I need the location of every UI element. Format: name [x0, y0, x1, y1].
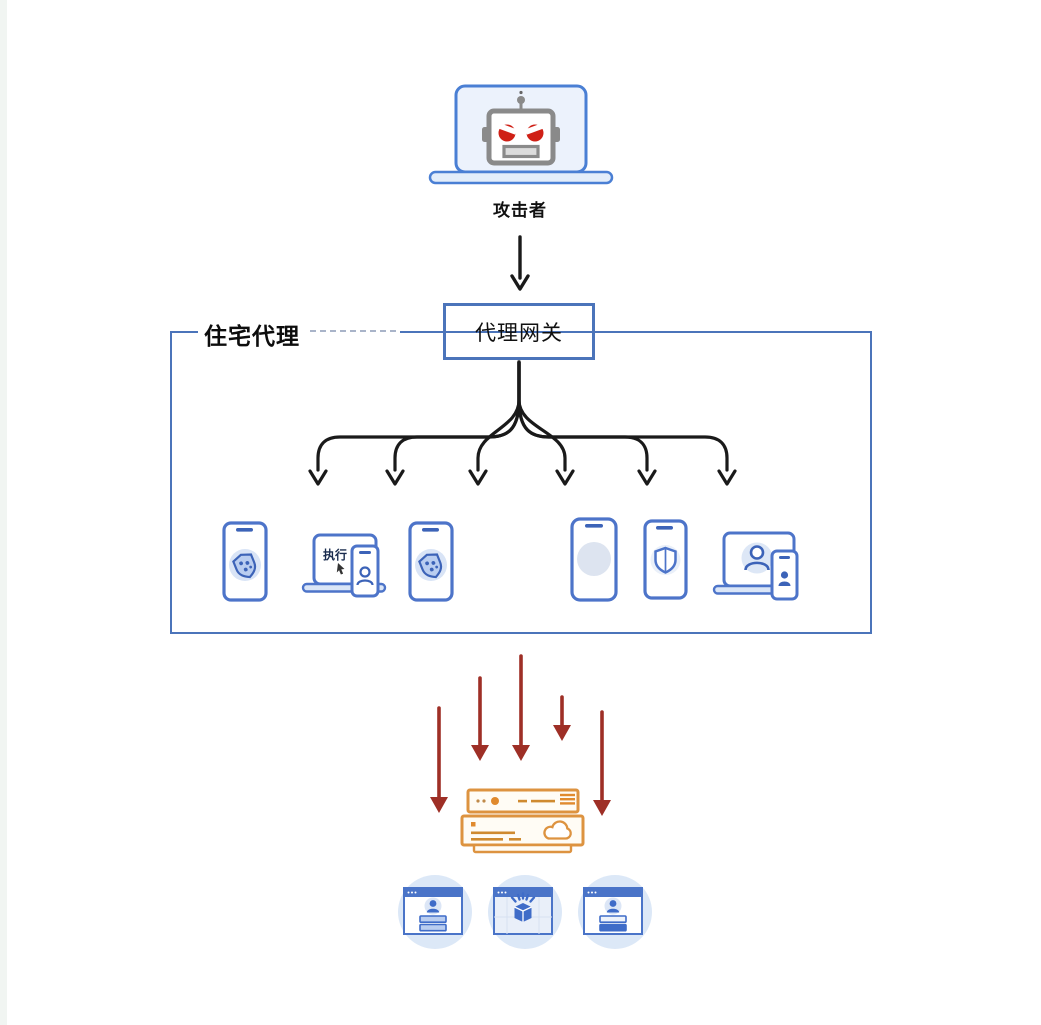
phone-notch — [236, 528, 253, 532]
browser-package-icon — [488, 875, 562, 949]
shield-dots-badge — [418, 553, 443, 579]
attacker-to-gateway-arrow — [510, 235, 530, 291]
person-outline-icon — [744, 545, 770, 571]
person-outline-icon — [356, 566, 374, 586]
browser-titlebar — [584, 888, 642, 897]
server-unit-top — [466, 788, 580, 814]
phone-shield-dots-icon — [408, 521, 454, 602]
proxy-gateway-label: 代理网关 — [475, 321, 563, 345]
label-border-cover — [198, 326, 400, 336]
laptop-base — [428, 170, 614, 185]
cloud-icon — [543, 820, 572, 840]
gateway-fanout-arrows — [308, 360, 737, 486]
server-stack-cloud-icon — [460, 788, 585, 854]
fan-arrow-6 — [517, 360, 729, 472]
attack-arrows-red — [430, 654, 611, 816]
server-base-flange — [472, 843, 573, 854]
form-field — [599, 915, 627, 923]
fan-arrow-2 — [393, 360, 521, 472]
package-box-icon — [510, 892, 536, 922]
proxy-gateway-node: 代理网关 — [443, 303, 595, 360]
blank-circle — [577, 542, 611, 576]
phone-blank-icon — [570, 517, 618, 602]
robot-laptop-icon — [428, 84, 614, 185]
antenna-icon — [517, 96, 525, 104]
residential-proxy-label: 住宅代理 — [204, 323, 300, 349]
person-filled-icon — [426, 900, 440, 913]
robot-face-icon — [482, 96, 560, 166]
robot-mouth — [502, 144, 540, 159]
cursor-icon — [336, 563, 345, 575]
form-field — [419, 923, 447, 932]
person-filled-icon — [606, 900, 620, 913]
shield-outline-badge — [654, 546, 677, 574]
phone-shield-dots-icon — [222, 521, 268, 602]
laptop-cursor-phone-icon: 执行 — [301, 533, 387, 598]
server-unit-bottom — [460, 814, 585, 847]
execute-screen-text: 执行 — [323, 547, 347, 562]
form-field — [419, 915, 447, 923]
browser-login-icon — [578, 875, 652, 949]
laptop-user-phone-icon — [712, 531, 799, 601]
attacker-label: 攻击者 — [493, 201, 547, 220]
shield-dots-badge — [232, 553, 257, 579]
person-filled-icon — [778, 571, 791, 586]
residential-proxy-box — [170, 331, 872, 634]
dashed-border-segment — [310, 330, 396, 332]
server-led — [491, 797, 499, 805]
phone-shield-outline-icon — [643, 519, 688, 600]
camera-dot-icon — [519, 90, 523, 95]
browser-titlebar — [404, 888, 462, 897]
browser-login-icon — [398, 875, 472, 949]
form-field — [599, 923, 627, 932]
left-edge-tint — [0, 0, 7, 1025]
